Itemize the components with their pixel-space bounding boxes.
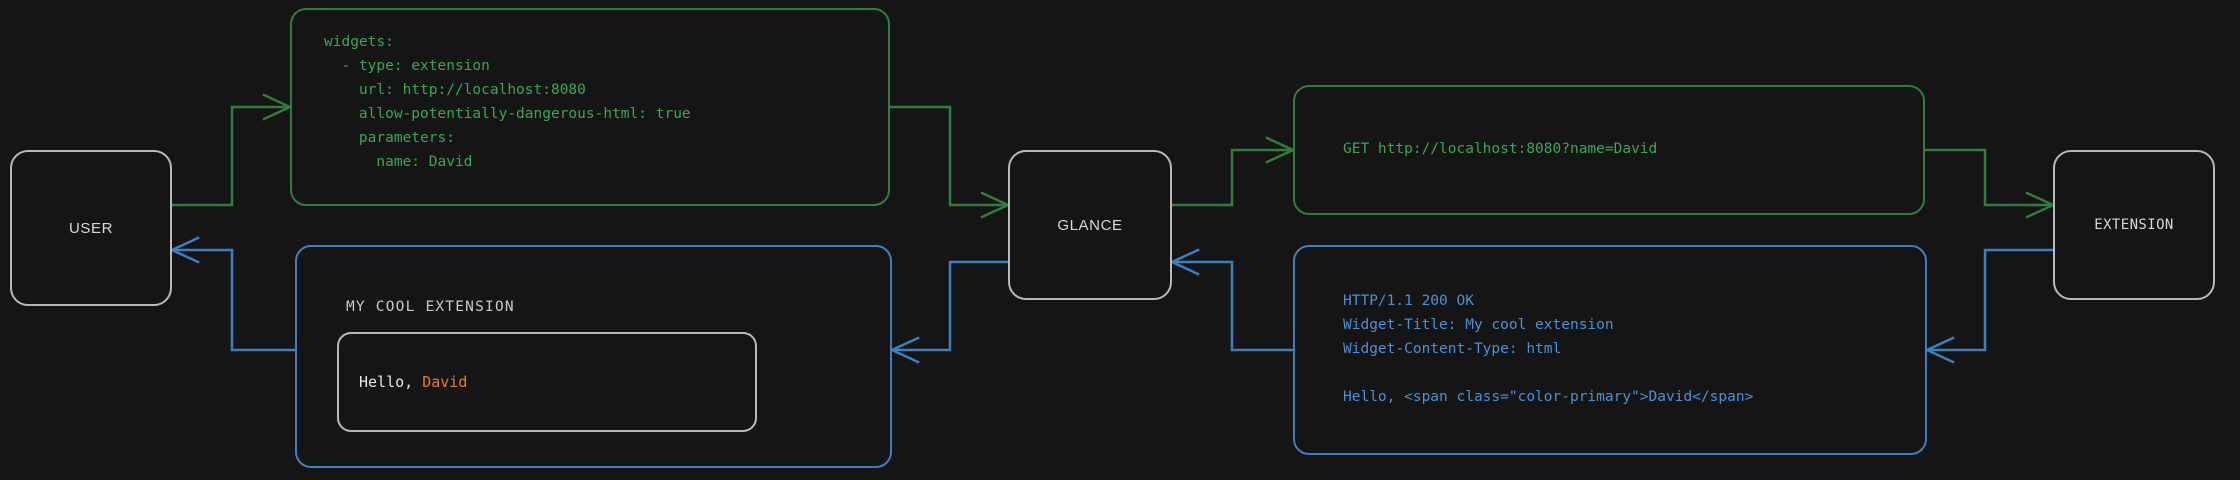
wire-response-to-glance — [1170, 248, 1295, 352]
yaml-config-code: widgets: - type: extension url: http://l… — [324, 34, 691, 170]
widget-body-box: Hello, David — [337, 332, 757, 432]
get-request-code: GET http://localhost:8080?name=David — [1343, 141, 1658, 157]
widget-title: MY COOL EXTENSION — [346, 299, 515, 315]
node-extension[interactable]: EXTENSION — [2053, 150, 2215, 300]
node-glance-label: GLANCE — [1057, 216, 1123, 234]
panel-get-request: GET http://localhost:8080?name=David — [1293, 85, 1925, 215]
node-glance[interactable]: GLANCE — [1008, 150, 1172, 300]
panel-http-response: HTTP/1.1 200 OK Widget-Title: My cool ex… — [1293, 245, 1927, 455]
node-extension-label: EXTENSION — [2094, 217, 2174, 233]
http-response-code: HTTP/1.1 200 OK Widget-Title: My cool ex… — [1343, 293, 1754, 405]
node-user-label: USER — [68, 219, 114, 237]
widget-greeting-prefix: Hello, — [359, 373, 423, 391]
wire-extension-to-response — [1925, 248, 2055, 364]
panel-rendered-widget: MY COOL EXTENSION Hello, David — [295, 245, 892, 468]
wire-glance-to-widget — [890, 260, 1010, 364]
panel-yaml-config: widgets: - type: extension url: http://l… — [290, 8, 890, 206]
wire-config-to-glance — [888, 105, 1010, 219]
wire-request-to-extension — [1923, 148, 2055, 219]
wire-glance-to-request — [1170, 136, 1295, 207]
widget-greeting-name: David — [422, 373, 468, 391]
wire-widget-to-user — [170, 236, 297, 352]
node-user[interactable]: USER — [10, 150, 172, 306]
widget-greeting: Hello, David — [359, 373, 467, 391]
wire-user-to-config — [170, 93, 292, 207]
